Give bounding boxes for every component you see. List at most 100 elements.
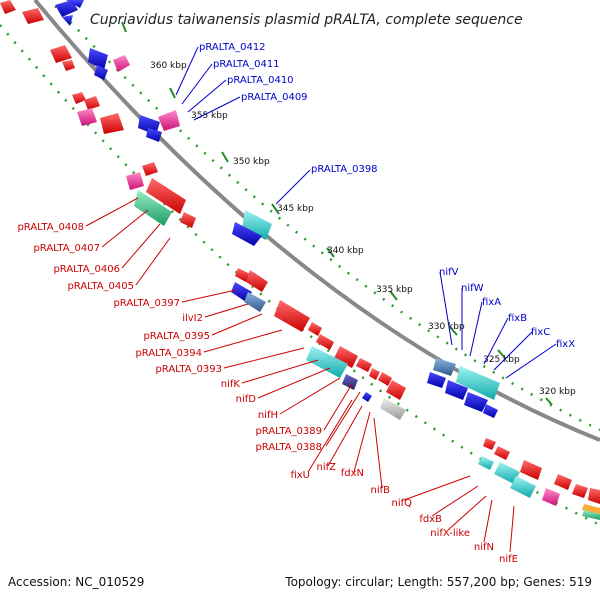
gene-block[interactable]: [242, 210, 272, 240]
gene-block[interactable]: [274, 300, 310, 332]
gene-block[interactable]: [246, 270, 268, 292]
label-fixX[interactable]: fixX: [556, 339, 575, 350]
reverse-genes: [0, 0, 600, 520]
gene-block[interactable]: [464, 392, 488, 412]
label-pRALTA-0409[interactable]: pRALTA_0409: [241, 92, 308, 103]
gene-block[interactable]: [456, 366, 500, 400]
gene-block[interactable]: [232, 222, 262, 246]
tick-360: 360 kbp: [150, 61, 187, 71]
gene-block[interactable]: [510, 476, 536, 498]
gene-block[interactable]: [316, 334, 334, 350]
gene-block[interactable]: [0, 0, 16, 14]
gene-block[interactable]: [100, 113, 124, 134]
tick-350: 350 kbp: [233, 157, 270, 167]
tick-330: 330 kbp: [428, 322, 465, 332]
gene-block[interactable]: [72, 92, 86, 104]
gene-block[interactable]: [445, 380, 468, 400]
forward-leader-lines: [175, 46, 557, 379]
label-nifD[interactable]: nifD: [236, 394, 257, 405]
gene-block[interactable]: [483, 438, 496, 450]
label-pRALTA-0406[interactable]: pRALTA_0406: [53, 264, 120, 275]
label-pRALTA-0395[interactable]: pRALTA_0395: [143, 331, 210, 342]
gene-block[interactable]: [126, 172, 144, 190]
gene-block[interactable]: [369, 368, 380, 380]
gene-block[interactable]: [88, 48, 108, 70]
gene-block[interactable]: [542, 488, 560, 506]
gene-block[interactable]: [142, 162, 158, 176]
gene-block[interactable]: [94, 65, 108, 80]
gene-block[interactable]: [84, 96, 100, 110]
gene-block[interactable]: [494, 446, 510, 460]
label-pRALTA-0405[interactable]: pRALTA_0405: [67, 281, 134, 292]
gene-block[interactable]: [342, 374, 358, 390]
label-fdxB[interactable]: fdxB: [419, 514, 442, 525]
plasmid-backbone: [33, 0, 600, 442]
label-fixC[interactable]: fixC: [531, 327, 550, 338]
label-fixA[interactable]: fixA: [482, 297, 501, 308]
label-pRALTA-0411[interactable]: pRALTA_0411: [213, 59, 280, 70]
gene-block[interactable]: [572, 484, 588, 498]
gene-block[interactable]: [77, 108, 97, 126]
gene-block[interactable]: [433, 358, 456, 376]
gene-block[interactable]: [494, 462, 520, 484]
label-nifH[interactable]: nifH: [258, 410, 278, 421]
label-nifV[interactable]: nifV: [439, 267, 459, 278]
label-pRALTA-0389[interactable]: pRALTA_0389: [255, 426, 322, 437]
gene-block[interactable]: [478, 456, 494, 470]
label-nifB[interactable]: nifB: [371, 485, 391, 496]
label-nifE[interactable]: nifE: [499, 554, 518, 565]
gene-block[interactable]: [308, 322, 322, 336]
gene-block[interactable]: [50, 45, 72, 63]
gene-block[interactable]: [244, 292, 266, 312]
scale-labels: 360 kbp 355 kbp 350 kbp 345 kbp 340 kbp …: [150, 61, 576, 397]
tick-335: 335 kbp: [376, 285, 413, 295]
gene-block[interactable]: [362, 392, 372, 402]
map-title: Cupriavidus taiwanensis plasmid pRALTA, …: [90, 12, 523, 28]
gene-block[interactable]: [582, 510, 600, 520]
label-pRALTA-0410[interactable]: pRALTA_0410: [227, 75, 294, 86]
gene-block[interactable]: [378, 372, 392, 386]
label-nifN[interactable]: nifN: [474, 542, 494, 553]
gene-block[interactable]: [306, 346, 348, 378]
label-pRALTA-0408[interactable]: pRALTA_0408: [17, 222, 84, 233]
label-nifK[interactable]: nifK: [221, 379, 241, 390]
gene-block[interactable]: [582, 504, 600, 514]
label-pRALTA-0407[interactable]: pRALTA_0407: [33, 243, 100, 254]
label-pRALTA-0412[interactable]: pRALTA_0412: [199, 42, 266, 53]
label-nifW[interactable]: nifW: [461, 283, 484, 294]
gene-block[interactable]: [427, 372, 446, 388]
gene-block[interactable]: [520, 460, 542, 480]
gene-block[interactable]: [235, 268, 250, 282]
gene-block[interactable]: [483, 404, 498, 418]
label-nifZ[interactable]: nifZ: [317, 462, 337, 473]
gene-block[interactable]: [146, 128, 162, 142]
gene-block[interactable]: [66, 0, 84, 8]
label-pRALTA-0398[interactable]: pRALTA_0398: [311, 164, 378, 175]
gene-block[interactable]: [334, 346, 358, 368]
label-nifQ[interactable]: nifQ: [391, 498, 412, 509]
gene-block[interactable]: [158, 110, 180, 131]
gene-block[interactable]: [554, 474, 572, 490]
label-nifX-like[interactable]: nifX-like: [430, 528, 470, 539]
gene-block[interactable]: [62, 60, 75, 71]
gene-block[interactable]: [588, 488, 600, 504]
label-pRALTA-0388[interactable]: pRALTA_0388: [255, 442, 322, 453]
gene-block[interactable]: [55, 0, 78, 17]
gene-block[interactable]: [380, 398, 406, 420]
gene-block[interactable]: [62, 15, 73, 26]
label-ilvI2[interactable]: ilvI2: [182, 313, 203, 324]
label-pRALTA-0397[interactable]: pRALTA_0397: [113, 298, 180, 309]
gene-block[interactable]: [134, 190, 172, 226]
gene-block[interactable]: [113, 55, 130, 72]
gene-block[interactable]: [180, 212, 196, 228]
label-fdxN[interactable]: fdxN: [341, 468, 364, 479]
gene-block[interactable]: [146, 178, 186, 214]
gene-block[interactable]: [22, 8, 44, 24]
label-fixB[interactable]: fixB: [508, 313, 527, 324]
accession-text: Accession: NC_010529: [8, 575, 144, 589]
label-fixU[interactable]: fixU: [290, 470, 310, 481]
label-pRALTA-0393[interactable]: pRALTA_0393: [155, 364, 222, 375]
label-pRALTA-0394[interactable]: pRALTA_0394: [135, 348, 202, 359]
gene-block[interactable]: [356, 358, 372, 372]
gene-block[interactable]: [386, 380, 406, 400]
